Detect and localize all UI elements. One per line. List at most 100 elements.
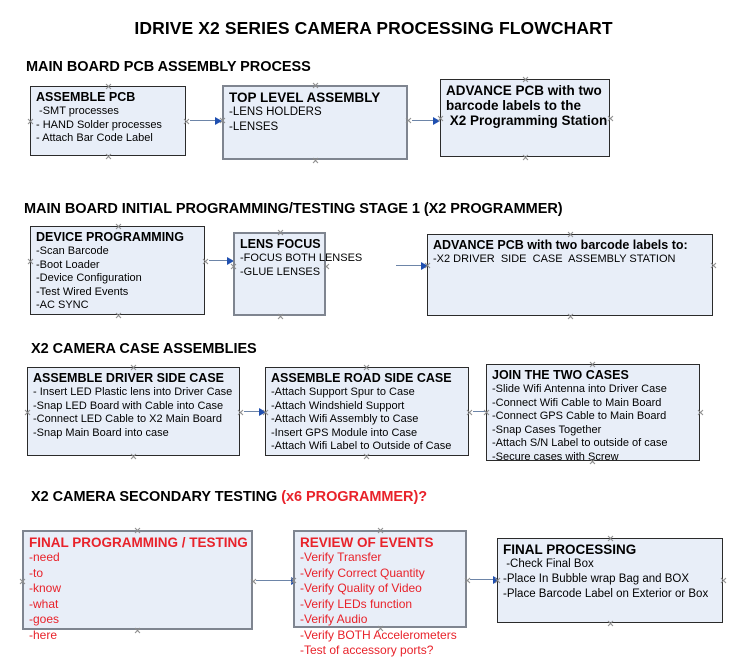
flow-box-line: - Attach Bar Code Label xyxy=(36,132,153,144)
flow-box-line: - HAND Solder processes xyxy=(36,118,162,131)
connection-handle-top[interactable] xyxy=(377,527,384,534)
connection-handle-left[interactable] xyxy=(219,117,226,124)
connection-handle-left[interactable] xyxy=(290,577,297,584)
flow-box-title: ASSEMBLE ROAD SIDE CASE xyxy=(271,371,452,385)
flow-box-line: -Verify Quality of Video xyxy=(300,581,422,595)
flow-box-device-programming[interactable]: DEVICE PROGRAMMING -Scan Barcode -Boot L… xyxy=(30,226,205,315)
flow-box-review-of-events[interactable]: REVIEW OF EVENTS -Verify Transfer -Verif… xyxy=(293,530,467,657)
connection-handle-right[interactable] xyxy=(183,118,190,125)
flow-box-line: -SMT processes xyxy=(36,105,119,117)
connection-handle-bottom[interactable] xyxy=(377,625,384,632)
connection-handle-top[interactable] xyxy=(312,82,319,89)
flow-box-line: -Slide Wifi Antenna into Driver Case xyxy=(492,383,667,395)
connection-handle-left[interactable] xyxy=(483,409,490,416)
flow-box-line: -Attach Support Spur to Case xyxy=(271,386,415,398)
connection-handle-top[interactable] xyxy=(134,527,141,534)
connection-handle-left[interactable] xyxy=(19,578,26,585)
flow-box-line: -Place Barcode Label on Exterior or Box xyxy=(503,588,709,600)
flow-box-line: -Connect LED Cable to X2 Main Board xyxy=(33,413,222,425)
connection-handle-right[interactable] xyxy=(323,263,330,270)
flow-box-top-level-assembly[interactable]: TOP LEVEL ASSEMBLY -LENS HOLDERS -LENSES xyxy=(222,85,408,160)
flow-box-title: FINAL PROCESSING xyxy=(503,542,637,557)
flow-box-line: -FOCUS BOTH LENSES xyxy=(240,252,363,264)
connection-handle-top[interactable] xyxy=(105,83,112,90)
connection-handle-top[interactable] xyxy=(363,364,370,371)
connection-handle-right[interactable] xyxy=(720,577,727,584)
flow-box-line: -Place In Bubble wrap Bag and BOX xyxy=(503,573,690,585)
flow-box-title: ADVANCE PCB with two barcode labels to: xyxy=(433,238,688,252)
connection-handle-left[interactable] xyxy=(494,577,501,584)
connection-handle-bottom[interactable] xyxy=(130,453,137,460)
flow-box-line: -Verify LEDs function xyxy=(300,596,413,611)
flow-box-line: -Snap Main Board into case xyxy=(33,426,169,439)
connection-handle-right[interactable] xyxy=(466,409,473,416)
flow-box-line: -Attach Windshield Support xyxy=(271,399,405,412)
flow-box-title: FINAL PROGRAMMING / TESTING xyxy=(29,535,248,550)
connection-handle-bottom[interactable] xyxy=(589,458,596,465)
connection-handle-left[interactable] xyxy=(424,262,431,269)
flow-box-title: LENS FOCUS xyxy=(240,237,321,251)
connection-handle-bottom[interactable] xyxy=(312,157,319,164)
connection-handle-bottom[interactable] xyxy=(105,153,112,160)
connection-handle-top[interactable] xyxy=(115,223,122,230)
flow-box-lens-focus[interactable]: LENS FOCUS -FOCUS BOTH LENSES -GLUE LENS… xyxy=(233,232,363,316)
connection-handle-top[interactable] xyxy=(607,535,614,542)
connection-handle-left[interactable] xyxy=(24,409,31,416)
section-header-x2-camera-case-assemblies: X2 CAMERA CASE ASSEMBLIES xyxy=(31,341,257,357)
flow-box-title: TOP LEVEL ASSEMBLY xyxy=(229,90,381,105)
flow-box-line: -Verify BOTH Accelerometers xyxy=(300,627,457,642)
connection-handle-right[interactable] xyxy=(237,409,244,416)
flow-box-line: -Snap LED Board with Cable into Case xyxy=(33,399,224,412)
flow-box-line: -Secure cases with Screw xyxy=(492,450,619,463)
flow-box-line: -GLUE LENSES xyxy=(240,265,321,278)
flow-box-line: -X2 DRIVER SIDE CASE ASSEMBLY STATION xyxy=(433,253,676,265)
section-header-text: X2 CAMERA SECONDARY TESTING xyxy=(31,489,282,505)
flow-box-assemble-road-side-case[interactable]: ASSEMBLE ROAD SIDE CASE -Attach Support … xyxy=(265,367,469,456)
flow-box-title: JOIN THE TWO CASES xyxy=(492,368,629,382)
connection-handle-left[interactable] xyxy=(230,263,237,270)
flow-box-line: -Attach Wifi Label to Outside of Case xyxy=(271,440,452,452)
connection-handle-right[interactable] xyxy=(710,262,717,269)
connection-handle-right[interactable] xyxy=(405,117,412,124)
flow-box-title: REVIEW OF EVENTS xyxy=(300,535,434,550)
flow-box-final-programming-testing[interactable]: FINAL PROGRAMMING / TESTING -need -to -k… xyxy=(22,530,253,642)
flow-box-line: -Snap Cases Together xyxy=(492,423,602,436)
flow-box-line: -Connect Wifi Cable to Main Board xyxy=(492,396,662,409)
flow-box-title: DEVICE PROGRAMMING xyxy=(36,230,184,244)
section-header-accent-text: (x6 PROGRAMMER)? xyxy=(281,489,428,505)
connection-handle-right[interactable] xyxy=(202,258,209,265)
connection-handle-bottom[interactable] xyxy=(522,154,529,161)
flow-box-advance-pcb-x2-programming-station[interactable]: ADVANCE PCB with two barcode labels to t… xyxy=(440,79,610,157)
connection-handle-left[interactable] xyxy=(27,118,34,125)
connection-handle-top[interactable] xyxy=(522,76,529,83)
connection-handle-bottom[interactable] xyxy=(607,620,614,627)
section-header-main-board-initial-programming: MAIN BOARD INITIAL PROGRAMMING/TESTING S… xyxy=(24,201,563,217)
flow-box-assemble-driver-side-case[interactable]: ASSEMBLE DRIVER SIDE CASE - Insert LED P… xyxy=(27,367,240,456)
connection-handle-left[interactable] xyxy=(437,115,444,122)
connection-handle-top[interactable] xyxy=(130,364,137,371)
connection-handle-top[interactable] xyxy=(567,231,574,238)
flow-box-join-the-two-cases[interactable]: JOIN THE TWO CASES -Slide Wifi Antenna i… xyxy=(486,364,700,463)
flow-box-line: -Attach Wifi Assembly to Case xyxy=(271,413,419,425)
connection-handle-right[interactable] xyxy=(607,115,614,122)
connection-handle-left[interactable] xyxy=(27,258,34,265)
connection-handle-bottom[interactable] xyxy=(115,312,122,319)
flow-box-line: -need xyxy=(29,550,60,564)
flow-box-line: -to xyxy=(29,565,44,580)
connection-handle-bottom[interactable] xyxy=(277,313,284,320)
connection-handle-right[interactable] xyxy=(697,409,704,416)
flow-box-advance-pcb-driver-side-case[interactable]: ADVANCE PCB with two barcode labels to: … xyxy=(427,234,713,316)
flow-box-title: ASSEMBLE PCB xyxy=(36,90,136,104)
connection-handle-bottom[interactable] xyxy=(567,313,574,320)
connection-handle-top[interactable] xyxy=(277,229,284,236)
connection-handle-left[interactable] xyxy=(262,409,269,416)
connection-handle-bottom[interactable] xyxy=(363,453,370,460)
flow-box-assemble-pcb[interactable]: ASSEMBLE PCB -SMT processes - HAND Solde… xyxy=(30,86,186,156)
flow-box-line: -Attach S/N Label to outside of case xyxy=(492,437,668,449)
flow-box-line: -here xyxy=(29,627,58,642)
section-header-text: X2 CAMERA CASE ASSEMBLIES xyxy=(31,341,257,357)
flow-box-line: -goes xyxy=(29,612,60,626)
connection-handle-bottom[interactable] xyxy=(134,627,141,634)
connection-handle-top[interactable] xyxy=(589,361,596,368)
flow-box-final-processing[interactable]: FINAL PROCESSING -Check Final Box -Place… xyxy=(497,538,723,623)
